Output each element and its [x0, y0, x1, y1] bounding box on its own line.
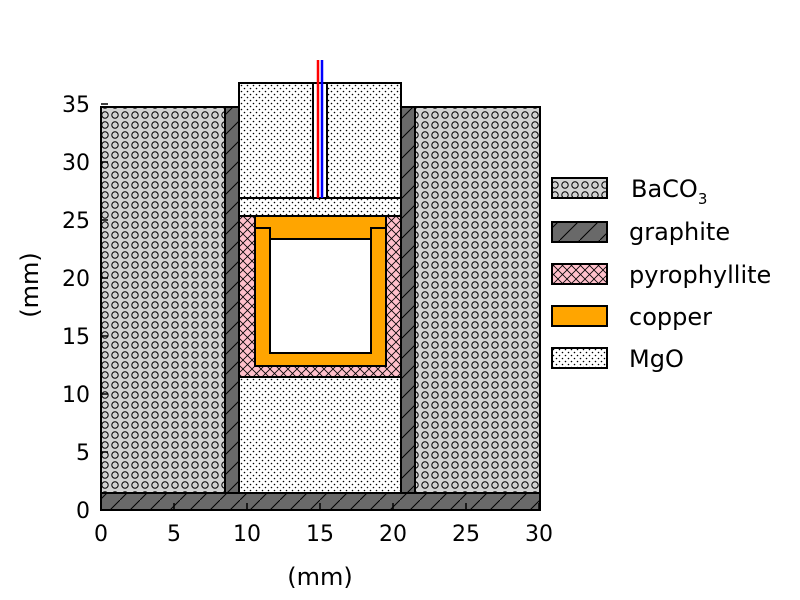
x-tick-label: 25	[452, 522, 480, 547]
legend-swatch-graphite	[551, 221, 608, 243]
legend-swatch-copper	[551, 305, 608, 327]
plot-area	[100, 60, 541, 511]
thermocouple-hole	[312, 82, 328, 199]
x-axis-label: (mm)	[287, 563, 352, 591]
y-tick-label: 10	[62, 383, 90, 408]
mgo-thin-disc	[238, 197, 402, 217]
y-tick-label: 0	[76, 499, 90, 524]
legend-label-graphite: graphite	[629, 218, 730, 246]
x-tick-label: 30	[525, 522, 553, 547]
legend-item-graphite: graphite	[551, 218, 730, 246]
legend-label-mgo: MgO	[629, 345, 684, 373]
legend-label-baco3-subscript: 3	[698, 190, 708, 208]
legend-swatch-mgo	[551, 347, 608, 369]
baco3-left-block	[100, 106, 226, 494]
graphite-left-wall	[224, 106, 240, 494]
sample-cavity	[269, 238, 372, 354]
x-tick-label: 10	[233, 522, 261, 547]
x-tick-label: 0	[94, 522, 108, 547]
y-axis-label: (mm)	[16, 252, 44, 317]
baco3-right-block	[414, 106, 541, 494]
legend-label-baco3: BaCO3	[631, 175, 707, 208]
legend-item-baco3: BaCO3	[551, 175, 707, 208]
x-tick-label: 15	[306, 522, 334, 547]
legend-item-copper: copper	[551, 303, 712, 331]
legend-label-copper: copper	[629, 303, 712, 331]
y-tick-label: 30	[62, 151, 90, 176]
x-tick-label: 20	[379, 522, 407, 547]
legend-item-mgo: MgO	[551, 345, 684, 373]
y-tick-label: 25	[62, 209, 90, 234]
legend-swatch-pyrophyllite	[551, 263, 608, 285]
y-ticks: 0 5 10 15 20 25 30 35	[62, 93, 108, 524]
copper-lid-outline	[255, 227, 386, 239]
mgo-bottom-plug	[238, 376, 402, 494]
y-tick-label: 5	[76, 441, 90, 466]
graphite-right-wall	[400, 106, 416, 494]
y-tick-label: 35	[62, 93, 90, 118]
x-tick-label: 5	[167, 522, 181, 547]
legend: BaCO3 graphite pyrophyllite copper MgO	[551, 175, 771, 373]
axes: 0 5 10 15 20 25 30 0 5 10 15 20 25 30 35	[16, 93, 553, 591]
y-tick-label: 20	[62, 267, 90, 292]
legend-label-pyrophyllite: pyrophyllite	[629, 261, 771, 289]
x-ticks: 0 5 10 15 20 25 30	[94, 503, 553, 547]
legend-swatch-baco3	[551, 177, 608, 199]
legend-item-pyrophyllite: pyrophyllite	[551, 261, 771, 289]
y-tick-label: 15	[62, 325, 90, 350]
